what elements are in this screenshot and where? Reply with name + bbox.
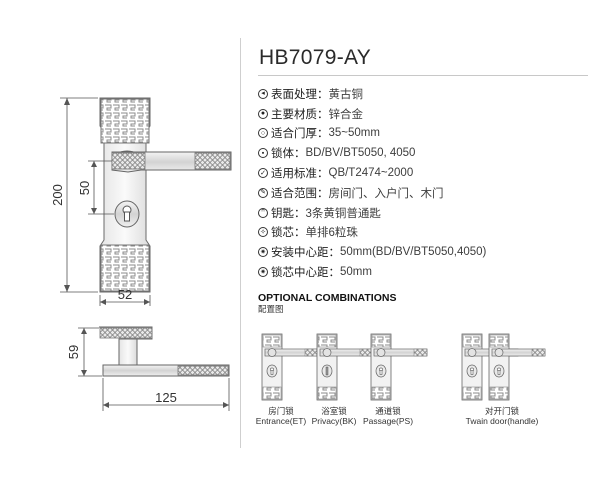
keyhole-icon — [493, 364, 505, 378]
gear-icon: ✷ — [258, 247, 268, 258]
combo-caption-en: Entrance(ET) — [255, 416, 307, 426]
combo-caption-en: Twain door(handle) — [465, 416, 539, 426]
combination-thumbnails — [261, 333, 546, 401]
spec-item: ○适合门厚：35~50mm — [258, 124, 486, 144]
spec-item: ✓适用标准：QB/T2474~2000 — [258, 163, 486, 183]
spec-item: ✷安装中心距：50mm(BD/BV/BT5050,4050) — [258, 242, 486, 262]
spec-label: 适合门厚： — [271, 128, 329, 141]
spec-value: QB/T2474~2000 — [328, 167, 414, 180]
backplate-top-ornament — [100, 98, 150, 144]
combo-caption-en: Privacy(BK) — [311, 416, 357, 426]
lever-filigree-tip — [194, 152, 231, 170]
combo-caption-twain: 对开门锁 Twain door(handle) — [447, 406, 557, 426]
combo-caption-cn: 对开门锁 — [484, 406, 519, 416]
spec-item: ▪锁体：BD/BV/BT5050, 4050 — [258, 143, 486, 163]
spec-label: 锁芯中心距： — [271, 267, 340, 280]
spec-value: 50mm(BD/BV/BT5050,4050) — [340, 246, 487, 259]
spec-value: 单排6粒珠 — [305, 227, 358, 240]
combo-thumb-passage — [370, 333, 428, 401]
spec-value: 35~50mm — [328, 127, 380, 140]
spec-label: 表面处理： — [271, 88, 329, 101]
side-backplate — [102, 364, 230, 377]
keyhole-icon — [466, 364, 478, 378]
optional-combinations-subtitle: 配置图 — [258, 304, 284, 314]
combo-caption-privacy: 浴室锁 Privacy(BK) — [289, 406, 379, 426]
optional-combinations-title: OPTIONAL COMBINATIONS — [258, 292, 397, 304]
lock-body-icon: ▪ — [258, 148, 268, 159]
backplate-bottom-ornament — [100, 244, 150, 292]
keyhole-icon — [114, 200, 140, 228]
dim-length-label: 125 — [155, 390, 177, 405]
spec-value: 房间门、入户门、木门 — [328, 187, 444, 200]
dot-icon: ● — [258, 108, 268, 119]
spec-label: 安装中心距： — [271, 247, 340, 260]
spec-item: ✷锁芯中心距：50mm — [258, 262, 486, 282]
spec-label: 适用标准： — [271, 168, 329, 181]
dim-width-label: 52 — [118, 287, 132, 302]
dim-center-label: 50 — [77, 181, 92, 195]
front-view: 200 50 52 — [50, 97, 232, 306]
side-view: 59 125 — [66, 326, 230, 411]
combo-caption-passage: 通道锁 Passage(PS) — [343, 406, 433, 426]
side-spindle — [118, 338, 138, 366]
combo-caption-cn: 浴室锁 — [321, 406, 347, 416]
spec-item: ◂表面处理：黄古铜 — [258, 84, 486, 104]
combo-caption-en: Passage(PS) — [362, 416, 414, 426]
combo-thumb-entrance — [261, 333, 319, 401]
combo-caption-cn: 房门锁 — [268, 406, 294, 416]
dim-projection-label: 59 — [66, 345, 81, 359]
model-number: HB7079-AY — [259, 46, 372, 69]
target-icon: ◂ — [258, 88, 268, 99]
cylinder-icon: ✧ — [258, 227, 268, 238]
combo-thumb-privacy — [316, 333, 374, 401]
combo-caption-cn: 通道锁 — [375, 406, 401, 416]
gear-icon: ✷ — [258, 267, 268, 278]
spec-value: 锌合金 — [328, 108, 364, 121]
ring-icon: ○ — [258, 128, 268, 139]
spec-label: 锁体： — [271, 148, 306, 161]
spec-label: 主要材质： — [271, 108, 329, 121]
spec-label: 钥匙： — [271, 207, 306, 220]
spec-item: ✧锁芯：单排6粒珠 — [258, 223, 486, 243]
spec-item: ●主要材质：锌合金 — [258, 104, 486, 124]
spec-value: 黄古铜 — [328, 88, 364, 101]
spec-item: ✎适合范围：房间门、入户门、木门 — [258, 183, 486, 203]
key-icon: ꟸ — [258, 207, 268, 218]
keyhole-icon — [375, 364, 387, 378]
spec-value: 3条黄铜普通匙 — [305, 207, 381, 220]
spec-value: BD/BV/BT5050, 4050 — [305, 147, 416, 160]
combo-caption-entrance: 房门锁 Entrance(ET) — [236, 406, 326, 426]
spec-label: 锁芯： — [271, 227, 306, 240]
spec-list: ◂表面处理：黄古铜 ●主要材质：锌合金 ○适合门厚：35~50mm ▪锁体：BD… — [258, 84, 486, 282]
spec-label: 适合范围： — [271, 187, 329, 200]
title-underline — [258, 75, 588, 76]
turn-knob-icon — [321, 364, 333, 378]
section-divider — [240, 38, 241, 448]
scope-icon: ✎ — [258, 187, 268, 198]
keyhole-icon — [266, 364, 278, 378]
spec-value: 50mm — [340, 266, 372, 279]
combo-thumb-twain-right — [488, 333, 546, 401]
dim-height-label: 200 — [50, 184, 65, 206]
lever-filigree-inner — [111, 152, 146, 170]
standard-icon: ✓ — [258, 168, 268, 179]
